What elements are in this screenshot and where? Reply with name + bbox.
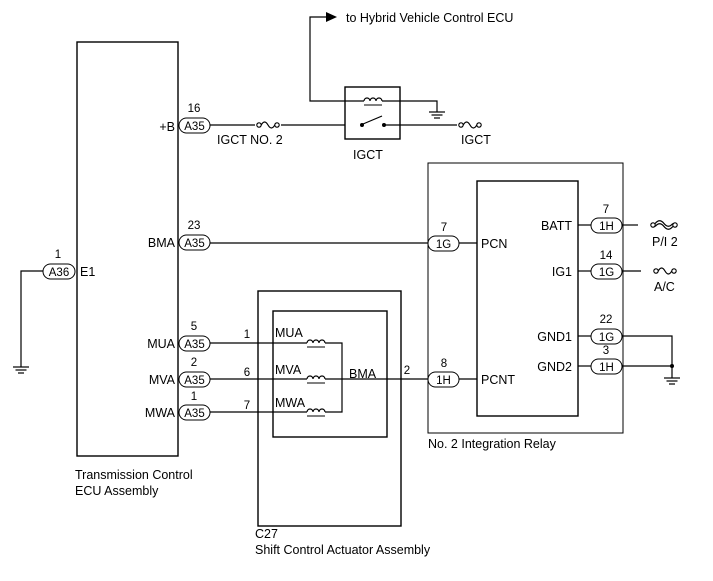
actuator-name: Shift Control Actuator Assembly: [255, 543, 431, 557]
igct-switch-blade: [362, 115, 383, 125]
ecu-connector-label: A35: [184, 238, 204, 250]
hv-ecu-arrow: [326, 12, 337, 22]
actuator-outer-box: [257, 290, 402, 527]
ecu-connector-label: A35: [184, 408, 204, 420]
wire-e1-ground: [20, 270, 43, 367]
relay-connector-label: 1G: [436, 239, 451, 251]
ecu-terminal-label: MUA: [147, 337, 175, 351]
relay-pin-number: 7: [441, 222, 447, 234]
relay-terminal-label: GND1: [537, 330, 572, 344]
relay-pin-number: 7: [603, 204, 609, 216]
relay-terminal-label: BATT: [541, 219, 572, 233]
actuator-id: C27: [255, 527, 278, 541]
ground-junction: [670, 364, 674, 368]
relay-name: No. 2 Integration Relay: [428, 437, 557, 451]
ecu-terminal-label: E1: [80, 265, 95, 279]
ground-icon: [12, 366, 30, 374]
relay-connector-label: 1G: [599, 267, 614, 279]
relay-terminal-label: IG1: [552, 265, 572, 279]
hv-ecu-label: to Hybrid Vehicle Control ECU: [346, 11, 513, 25]
actuator-terminal-label: BMA: [349, 367, 377, 381]
motor-coil-u-icon: [306, 339, 326, 348]
relay-pin-number: 22: [600, 314, 613, 326]
igct-fuse-label: IGCT: [461, 133, 491, 147]
ecu-pin-number: 1: [191, 391, 197, 403]
actuator-pin-number: 1: [244, 329, 250, 341]
relay-outer-box: [427, 162, 624, 434]
wire-hv-ecu: [309, 16, 345, 102]
actuator-terminal-label: MVA: [275, 363, 302, 377]
igct-fuse-icon: [458, 121, 482, 129]
igct-relay-label: IGCT: [353, 148, 383, 162]
relay-terminal-label: GND2: [537, 360, 572, 374]
ecu-connector-label: A35: [184, 121, 204, 133]
wire-coil-common: [325, 342, 343, 413]
wire-coil-ground: [400, 100, 438, 112]
tcu-label-line2: ECU Assembly: [75, 484, 159, 498]
ecu-terminal-label: MWA: [145, 406, 176, 420]
actuator-pin-number: 2: [404, 365, 410, 377]
ground-icon: [428, 111, 446, 119]
pi2-fuse-label: P/I 2: [652, 235, 678, 249]
relay-connector-label: 1H: [599, 221, 614, 233]
relay-connector-label: 1G: [599, 332, 614, 344]
actuator-terminal-label: MWA: [275, 396, 306, 410]
ecu-pin-number: 2: [191, 357, 197, 369]
ecu-terminal-label: BMA: [148, 236, 176, 250]
tcu-label-line1: Transmission Control: [75, 468, 193, 482]
igct-no2-fuse-label: IGCT NO. 2: [217, 133, 283, 147]
relay-terminal-label: PCN: [481, 237, 507, 251]
ecu-pin-number: 16: [188, 103, 201, 115]
motor-coil-v-icon: [306, 375, 326, 384]
ac-fuse-icon: [653, 267, 677, 275]
actuator-terminal-label: MUA: [275, 326, 303, 340]
tcu-box: [76, 41, 179, 457]
ecu-connector-label: A36: [49, 267, 69, 279]
igct-no2-fuse-icon: [256, 121, 280, 129]
relay-pin-number: 14: [600, 250, 613, 262]
relay-terminal-label: PCNT: [481, 373, 515, 387]
relay-inner-box: [476, 180, 579, 417]
ecu-pin-number: 1: [55, 249, 61, 261]
relay-pin-number: 3: [603, 345, 609, 357]
actuator-pin-number: 6: [244, 367, 250, 379]
igct-relay-box: [344, 86, 401, 140]
ecu-terminal-label: MVA: [149, 373, 176, 387]
motor-coil-w-icon: [306, 408, 326, 417]
igct-relay-coil-icon: [363, 97, 383, 106]
ground-icon: [663, 377, 681, 385]
actuator-inner-box: [272, 310, 388, 438]
ecu-connector-label: A35: [184, 339, 204, 351]
ecu-terminal-label: +B: [159, 120, 175, 134]
ac-fuse-label: A/C: [654, 280, 675, 294]
ecu-pin-number: 23: [188, 220, 201, 232]
actuator-pin-number: 7: [244, 400, 250, 412]
pi2-fusible-link-icon: [650, 220, 678, 230]
relay-connector-label: 1H: [599, 362, 614, 374]
ecu-pin-number: 5: [191, 321, 197, 333]
ecu-connector-label: A35: [184, 375, 204, 387]
wire-gnd1: [622, 335, 673, 378]
relay-pin-number: 8: [441, 358, 447, 370]
relay-connector-label: 1H: [436, 375, 451, 387]
